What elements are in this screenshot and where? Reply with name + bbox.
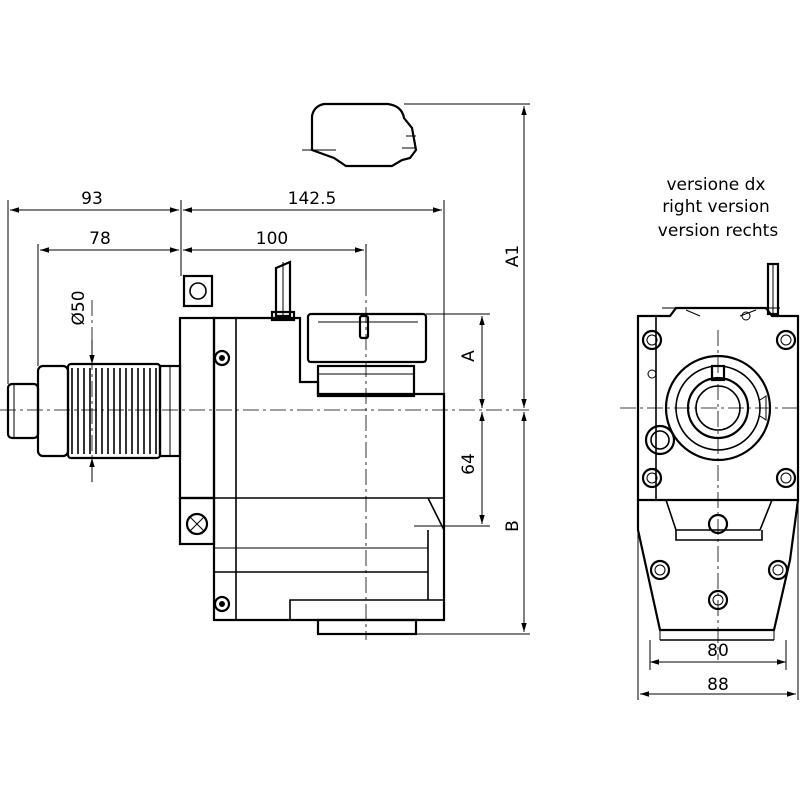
shank <box>6 362 182 460</box>
dim-93: 93 <box>81 189 103 209</box>
dim-142-5: 142.5 <box>288 189 337 209</box>
version-label-line1: versione dx <box>667 175 766 195</box>
dim-A: A <box>459 350 479 362</box>
version-label-line3: version rechts <box>658 221 779 241</box>
dim-88: 88 <box>707 675 729 695</box>
front-bolts <box>641 311 797 611</box>
version-label-line2: right version <box>662 197 770 217</box>
dim-80: 80 <box>707 641 729 661</box>
main-body <box>178 260 446 636</box>
shank-threads <box>71 368 157 454</box>
side-view: 93 142.5 78 100 Ø50 A 64 B A1 <box>0 102 530 640</box>
top-clamp-part <box>302 102 418 168</box>
dim-B: B <box>503 520 523 532</box>
dim-100: 100 <box>256 229 288 249</box>
dim-diameter-50: Ø50 <box>69 290 89 325</box>
front-view: versione dx right version version rechts <box>620 175 800 700</box>
dim-78: 78 <box>89 229 111 249</box>
dim-64: 64 <box>459 453 479 475</box>
collet-nut <box>306 312 428 398</box>
dim-A1: A1 <box>503 245 523 267</box>
coolant-port <box>644 424 676 456</box>
